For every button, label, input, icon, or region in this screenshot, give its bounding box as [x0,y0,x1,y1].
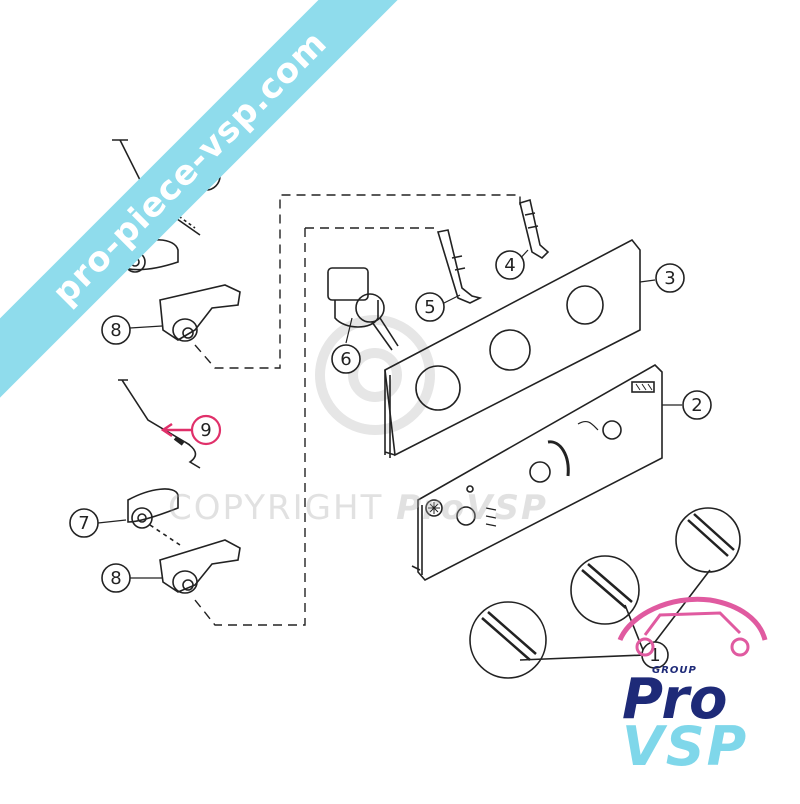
svg-text:2: 2 [691,395,702,416]
provsp-logo: GROUP Pro VSP [600,585,780,785]
callout-8-top: 8 [101,315,131,345]
dashed-cable-routing [194,194,521,626]
svg-text:6: 6 [340,349,351,370]
knob-top-right [675,507,741,573]
callout-6: 6 [331,344,361,374]
callout-1-leaders [519,569,711,661]
callout-8-bottom: 8 [101,563,131,593]
svg-text:8: 8 [110,320,121,341]
callout-5: 5 [415,292,445,322]
svg-text:5: 5 [424,297,435,318]
pin-5 [436,229,483,304]
callout-9: 9 [190,414,222,446]
knob-middle [570,555,640,625]
panel-2 [411,364,663,581]
car-silhouette-icon [617,596,768,657]
logo-vsp-text: VSP [622,715,749,778]
svg-text:3: 3 [664,268,675,289]
copyright-watermark: COPYRIGHT ProVSP [168,488,548,528]
callout-7-bottom: 7 [69,508,99,538]
panel-3 [384,238,641,458]
watermark-target [315,315,435,435]
cable-9 [118,379,201,469]
callout-4: 4 [495,250,525,280]
lever-7-bottom [127,488,181,546]
callout-2: 2 [682,390,712,420]
svg-text:4: 4 [504,255,515,276]
lever-8-bottom [159,539,241,594]
switch-6 [327,267,399,351]
lever-8-top [159,284,241,342]
logo-pro-text: Pro [622,667,728,732]
callout-3: 3 [655,263,685,293]
svg-text:7: 7 [78,513,89,534]
callout-markers: 10 7 8 9 7 8 6 5 [68,161,712,669]
knob-bottom-left [469,601,547,679]
pin-4 [519,198,550,260]
callout-1: 1 [641,641,669,669]
copyright-brand: ProVSP [396,488,548,528]
logo-group-text: GROUP [652,665,697,676]
copyright-text: COPYRIGHT [168,488,384,528]
svg-text:8: 8 [110,568,121,589]
svg-text:1: 1 [649,645,660,666]
svg-text:9: 9 [200,420,211,441]
